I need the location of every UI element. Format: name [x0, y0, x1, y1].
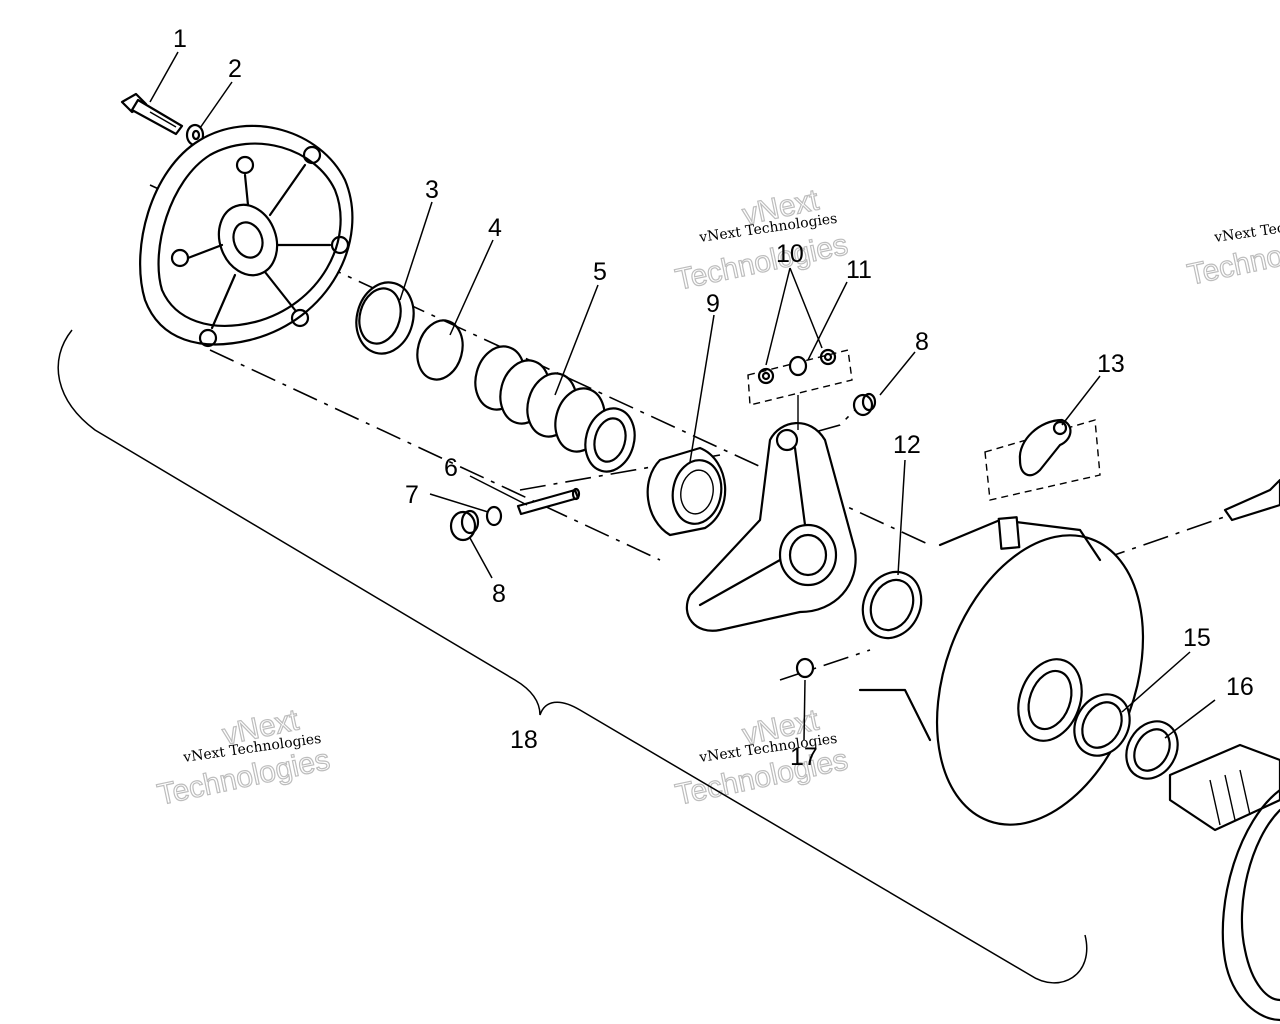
- callout-18: 18: [510, 726, 538, 754]
- callout-11: 11: [846, 256, 872, 284]
- leader-lines: [149, 51, 1216, 741]
- callout-8-lower: 8: [492, 580, 506, 608]
- lower-axis-line: [209, 349, 661, 561]
- part-group-box-10-11: [747, 349, 853, 406]
- bolt-part-1: [120, 92, 184, 136]
- callout-13: 13: [1097, 350, 1125, 378]
- callout-3: 3: [425, 176, 439, 204]
- bushing-part-8-upper: [852, 392, 877, 417]
- callout-1: 1: [173, 25, 187, 53]
- shaft-axis-line: [1099, 514, 1231, 561]
- callout-12: 12: [893, 431, 921, 459]
- nut-axis-line: [779, 649, 871, 681]
- sheave: [858, 516, 1145, 826]
- callout-6: 6: [444, 454, 458, 482]
- ring-part-15: [1073, 693, 1131, 757]
- callout-15: 15: [1183, 624, 1211, 652]
- ring-part-16: [1125, 720, 1179, 780]
- callout-4: 4: [488, 214, 502, 242]
- bushing-part-8-lower: [449, 509, 480, 542]
- ring-part-12: [861, 570, 923, 640]
- callout-17: 17: [790, 743, 818, 771]
- callout-7: 7: [405, 481, 419, 509]
- shaft-and-fixed-sheave: [1168, 478, 1280, 1022]
- rollers-part-10-11: [757, 348, 837, 430]
- washer-part-7: [485, 505, 503, 527]
- callout-16: 16: [1226, 673, 1254, 701]
- cover-plate: [139, 124, 354, 348]
- spider-arm: [685, 422, 857, 632]
- pin-part-6: [516, 487, 581, 516]
- callout-9: 9: [706, 290, 720, 318]
- spring-part-5: [474, 345, 636, 473]
- clip-part-13: [1018, 418, 1072, 477]
- callout-labels: 1 2 3 4 5 6 7 8 8 9 10 11 12 13 15 16 17…: [173, 25, 1254, 771]
- snap-ring-part-4: [416, 319, 464, 381]
- cam-part-9: [646, 446, 727, 537]
- nut-part-17: [795, 657, 815, 679]
- callout-10: 10: [776, 240, 804, 268]
- bushing-axis-line: [814, 404, 861, 433]
- callout-8-upper: 8: [915, 328, 929, 356]
- watermark-big: Technol: [1185, 238, 1280, 292]
- pin-axis-line: [519, 454, 721, 491]
- ring-part-3: [355, 281, 415, 355]
- callout-5: 5: [593, 258, 607, 286]
- callout-2: 2: [228, 55, 242, 83]
- assembly-bracket-18: [57, 329, 1088, 984]
